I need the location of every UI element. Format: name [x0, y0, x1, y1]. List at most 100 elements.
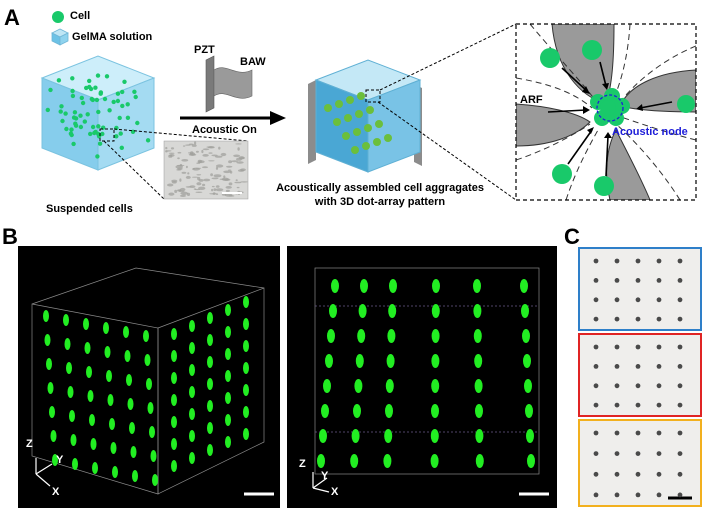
suspended-cell-dots	[45, 73, 151, 159]
acoustic-node-label: Acoustic node	[612, 126, 688, 138]
cell-dot	[133, 94, 138, 100]
aggregate-dot	[43, 310, 49, 322]
legend-gelma-icon	[51, 28, 69, 46]
cell-dot	[71, 115, 77, 120]
aggregate-dot	[63, 314, 69, 326]
aggregate-dot	[207, 334, 213, 346]
aggregate-dot	[524, 379, 532, 393]
aggregate-dot	[89, 414, 95, 426]
aggregate-dot	[171, 372, 177, 384]
cell-dot	[107, 108, 112, 113]
pzt-icon	[205, 55, 215, 113]
aggregate-dot	[69, 410, 75, 422]
cell-dot	[115, 91, 121, 96]
aggregate-dot	[103, 322, 109, 334]
left-axis-triad	[35, 458, 53, 487]
aggregate-dot	[189, 386, 195, 398]
cell-dot	[85, 112, 90, 117]
cell-dot	[87, 84, 92, 90]
aggregate-dot	[473, 329, 482, 343]
aggregate-dot	[357, 92, 365, 100]
aggregate-dot	[329, 304, 337, 318]
aggregate-dot	[189, 408, 195, 420]
left-3d-render	[31, 267, 274, 496]
aggregate-dot	[431, 379, 440, 393]
aggregate-dot	[67, 386, 74, 398]
cell-dot	[145, 138, 151, 143]
aggregate-dot	[354, 379, 363, 393]
aggregate-dot	[123, 326, 129, 338]
aggregate-dot	[207, 400, 213, 412]
right-axis-triad	[312, 472, 330, 493]
aggregate-dot	[225, 304, 231, 316]
cell-dot	[89, 96, 95, 102]
left-axis-x: X	[52, 486, 60, 498]
cell-dot	[115, 98, 121, 104]
aggregate-dot	[106, 370, 112, 382]
aggregate-dot	[50, 430, 57, 442]
cell-dot	[92, 130, 97, 136]
cell-dot	[96, 134, 102, 139]
aggregate-dot	[189, 364, 195, 376]
aggregate-dot	[355, 354, 364, 368]
cell-dot	[71, 141, 76, 147]
aggregate-dot	[344, 114, 352, 122]
aggregate-dot	[321, 404, 329, 418]
aggregate-dot	[346, 96, 354, 104]
central-aggregate	[590, 88, 630, 126]
acoustic-node-inset	[515, 23, 697, 201]
aggregate-dot	[72, 458, 78, 470]
cell-dot	[64, 126, 69, 132]
aggregate-dot	[350, 454, 359, 468]
pzt-label: PZT	[194, 44, 215, 56]
microscopy-3d-right: Z Y X	[287, 246, 557, 508]
aggregate-dot	[243, 318, 249, 330]
aggregate-dot	[388, 304, 397, 318]
panel-b-letter: B	[2, 224, 18, 249]
aggregate-dot	[66, 362, 72, 374]
cell-dot	[111, 99, 116, 105]
aggregate-dot	[147, 402, 154, 414]
cell-dot	[114, 134, 119, 139]
aggregate-dot	[110, 442, 117, 454]
arf-label: ARF	[520, 94, 543, 106]
cell-dot	[96, 124, 101, 129]
cell-dot	[98, 91, 103, 96]
aggregate-dot	[189, 342, 195, 354]
aggregate-dot	[171, 328, 177, 340]
aggregate-dot	[70, 434, 77, 446]
aggregate-dot	[225, 326, 231, 338]
left-axis-y: Y	[56, 454, 64, 466]
aggregate-dot	[475, 429, 484, 443]
cell-dot	[70, 76, 75, 81]
cell-dot	[58, 109, 63, 114]
cell-dot	[117, 115, 122, 121]
aggregate-dot	[149, 426, 155, 438]
cell-dot	[88, 131, 93, 137]
cell-dot	[118, 131, 123, 136]
aggregate-dot	[225, 392, 231, 404]
cell-dot	[56, 78, 62, 83]
aggregate-dot	[92, 462, 98, 474]
aggregate-dot	[126, 374, 132, 386]
cell-dot	[90, 124, 96, 130]
aggregate-dot	[358, 304, 367, 318]
photo-frame-red	[578, 333, 702, 417]
aggregate-dot	[207, 312, 213, 324]
right-axis-z: Z	[299, 458, 306, 470]
aggregate-dot	[107, 394, 114, 406]
aggregate-dot	[342, 132, 350, 140]
cell-dot	[122, 79, 127, 85]
aggregate-dot	[189, 430, 195, 442]
aggregate-dot	[225, 370, 231, 382]
aggregate-dot	[335, 100, 343, 108]
microscopy-3d-left: Z Y X	[18, 246, 280, 508]
aggregate-dot	[431, 404, 439, 418]
cell-dot	[63, 111, 68, 116]
aggregate-dot	[323, 379, 331, 393]
cell-dot	[68, 131, 74, 136]
gelma-cube-assembled	[308, 59, 422, 173]
cell-dot	[120, 103, 125, 109]
aggregate-dot	[132, 470, 138, 482]
